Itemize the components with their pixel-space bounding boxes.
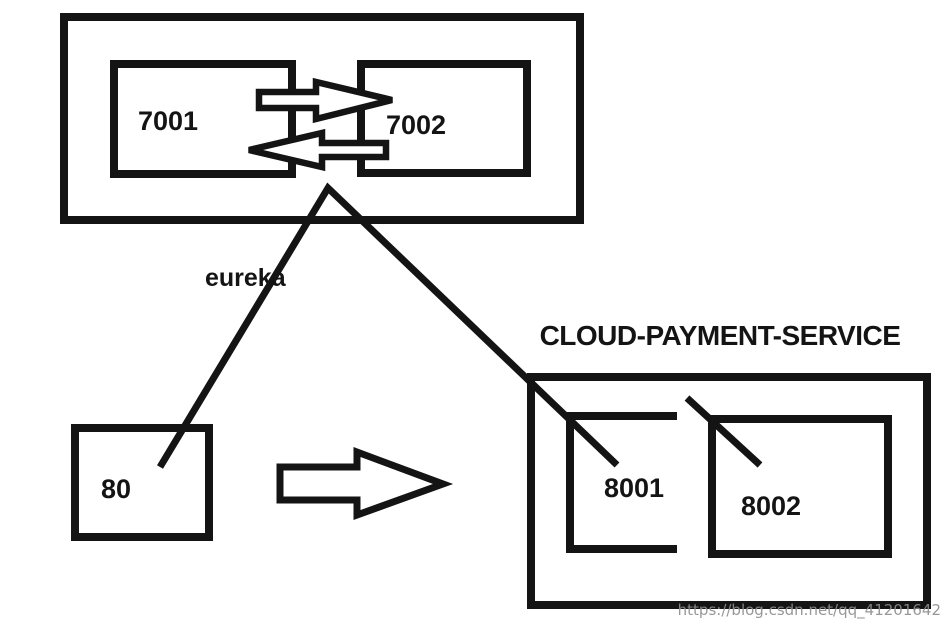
replicate-right-arrow-icon — [255, 77, 393, 124]
payment-instance-8002-box — [708, 415, 892, 558]
replicate-left-arrow-icon — [248, 128, 390, 172]
eureka-server-7002-box — [357, 60, 531, 177]
payment-instance-8001-label: 8001 — [604, 473, 664, 503]
payment-instance-8002-label: 8002 — [741, 491, 801, 521]
eureka-label: eureka — [205, 264, 287, 292]
register-line-8002 — [684, 395, 763, 468]
eureka-server-7001-label: 7001 — [138, 106, 198, 136]
call-arrow-icon — [276, 446, 454, 520]
csdn-watermark: https://blog.csdn.net/qq_41201642 — [678, 601, 941, 620]
payment-service-title: CLOUD-PAYMENT-SERVICE — [540, 320, 901, 351]
client-80-label: 80 — [101, 474, 131, 504]
payment-instance-8001-box — [566, 412, 677, 553]
eureka-server-7002-label: 7002 — [386, 110, 446, 140]
payment-service-box — [527, 373, 931, 609]
client-80-box — [71, 424, 213, 541]
register-lines — [157, 182, 620, 469]
eureka-server-7001-box — [110, 60, 296, 178]
eureka-cluster-outer-box — [60, 13, 584, 224]
